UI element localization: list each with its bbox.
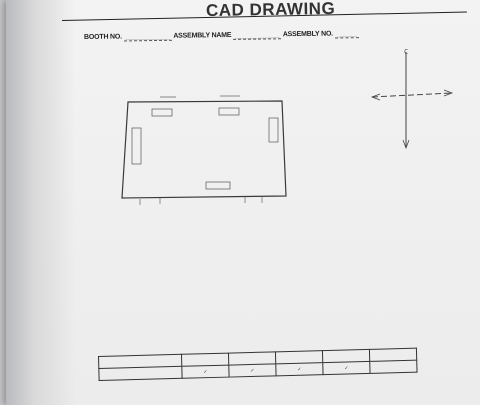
dimension-ticks xyxy=(139,197,263,205)
component-box-left xyxy=(131,127,142,165)
signoff-check-3[interactable]: ✓ xyxy=(275,362,324,376)
drawing-sheet xyxy=(6,0,480,405)
component-box-top-middle xyxy=(218,107,240,116)
paper-fold-shadow xyxy=(6,0,76,405)
component-box-right xyxy=(268,117,279,143)
component-box-top-left xyxy=(151,108,173,117)
component-box-bottom xyxy=(205,181,231,190)
signoff-row2-label xyxy=(98,366,183,381)
signoff-check-1[interactable]: ✓ xyxy=(181,365,230,379)
signoff-check-5[interactable] xyxy=(369,360,418,374)
top-detail-lines xyxy=(160,95,240,98)
compass-label: C xyxy=(404,48,409,56)
compass-arrow-down xyxy=(402,139,410,150)
signoff-check-4[interactable]: ✓ xyxy=(322,361,371,375)
compass-arrow-left xyxy=(370,93,381,101)
signoff-check-2[interactable]: ✓ xyxy=(228,363,277,378)
assembly-outline xyxy=(121,100,287,199)
compass-arrow-right xyxy=(443,89,454,97)
compass-horizontal xyxy=(371,92,453,98)
